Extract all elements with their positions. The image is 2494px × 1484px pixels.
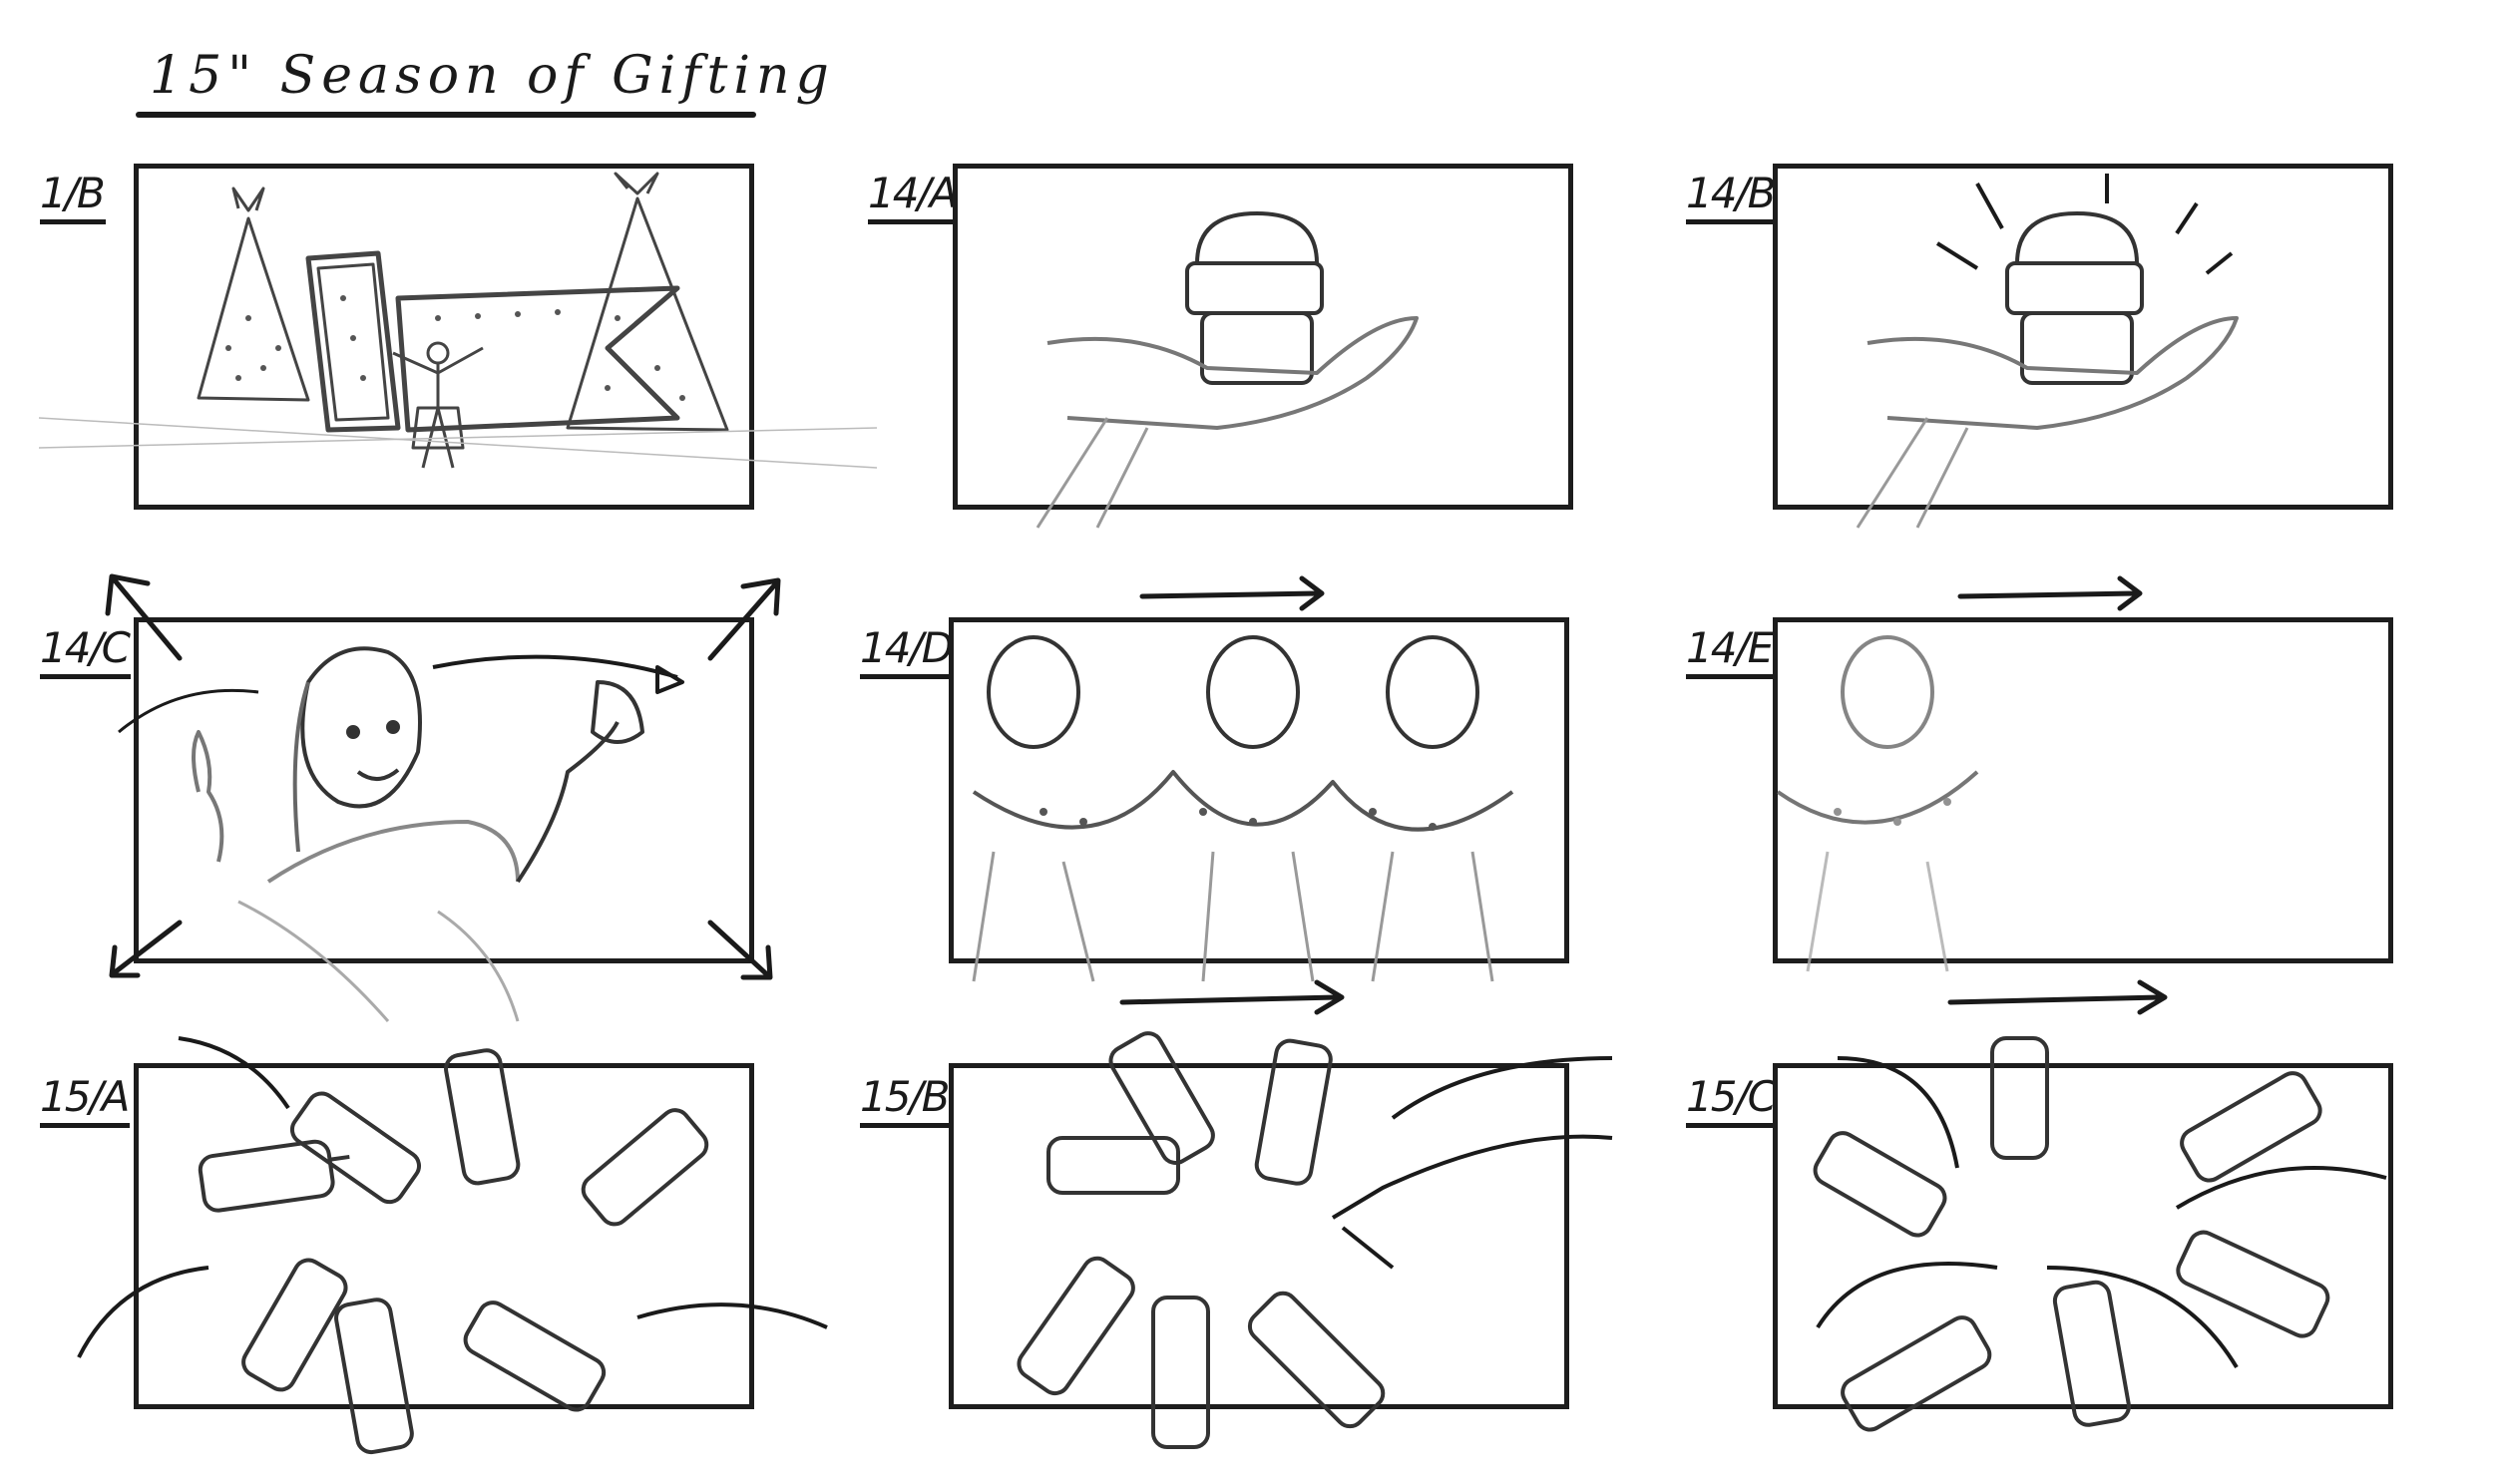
board-title: 15" Season of Gifting — [150, 46, 835, 106]
hand-holding-glowing-jar-sketch — [1856, 174, 2239, 529]
panel-label-14c: 14/C — [40, 625, 131, 680]
panel-14c[interactable] — [118, 617, 754, 1022]
panel-15c[interactable] — [1773, 1036, 2393, 1432]
panel-label-15a: 15/A — [40, 1074, 130, 1129]
panel-label-14b: 14/B — [1686, 171, 1776, 225]
panel-15a[interactable] — [77, 1036, 828, 1455]
three-friends-sketch — [972, 635, 1514, 982]
panel-14d[interactable] — [949, 617, 1569, 982]
panel-14e[interactable] — [1773, 617, 2393, 972]
spray-cans-hand-grab-sketch — [1017, 1031, 1613, 1449]
panel-1b[interactable] — [38, 164, 878, 510]
panel-label-15c: 15/C — [1686, 1074, 1777, 1129]
panel-label-1b: 1/B — [40, 171, 106, 225]
panel-14a[interactable] — [953, 164, 1573, 529]
title-underline — [136, 112, 756, 118]
panel-15b[interactable] — [949, 1031, 1613, 1449]
panel-label-14a: 14/A — [868, 171, 958, 225]
friend-with-banner-sketch — [1776, 635, 1979, 972]
panel-label-14e: 14/E — [1686, 625, 1774, 680]
stage-logo-sketch — [38, 172, 878, 469]
panel-14b[interactable] — [1773, 164, 2393, 529]
panel-label-14d: 14/D — [860, 625, 954, 680]
spray-cans-outward-sketch — [1813, 1036, 2387, 1432]
hand-holding-jar-sketch — [1036, 211, 1419, 529]
spray-cans-inward-sketch — [77, 1036, 828, 1455]
panel-label-15b: 15/B — [860, 1074, 950, 1129]
girl-holding-jar-sketch — [118, 646, 684, 1022]
